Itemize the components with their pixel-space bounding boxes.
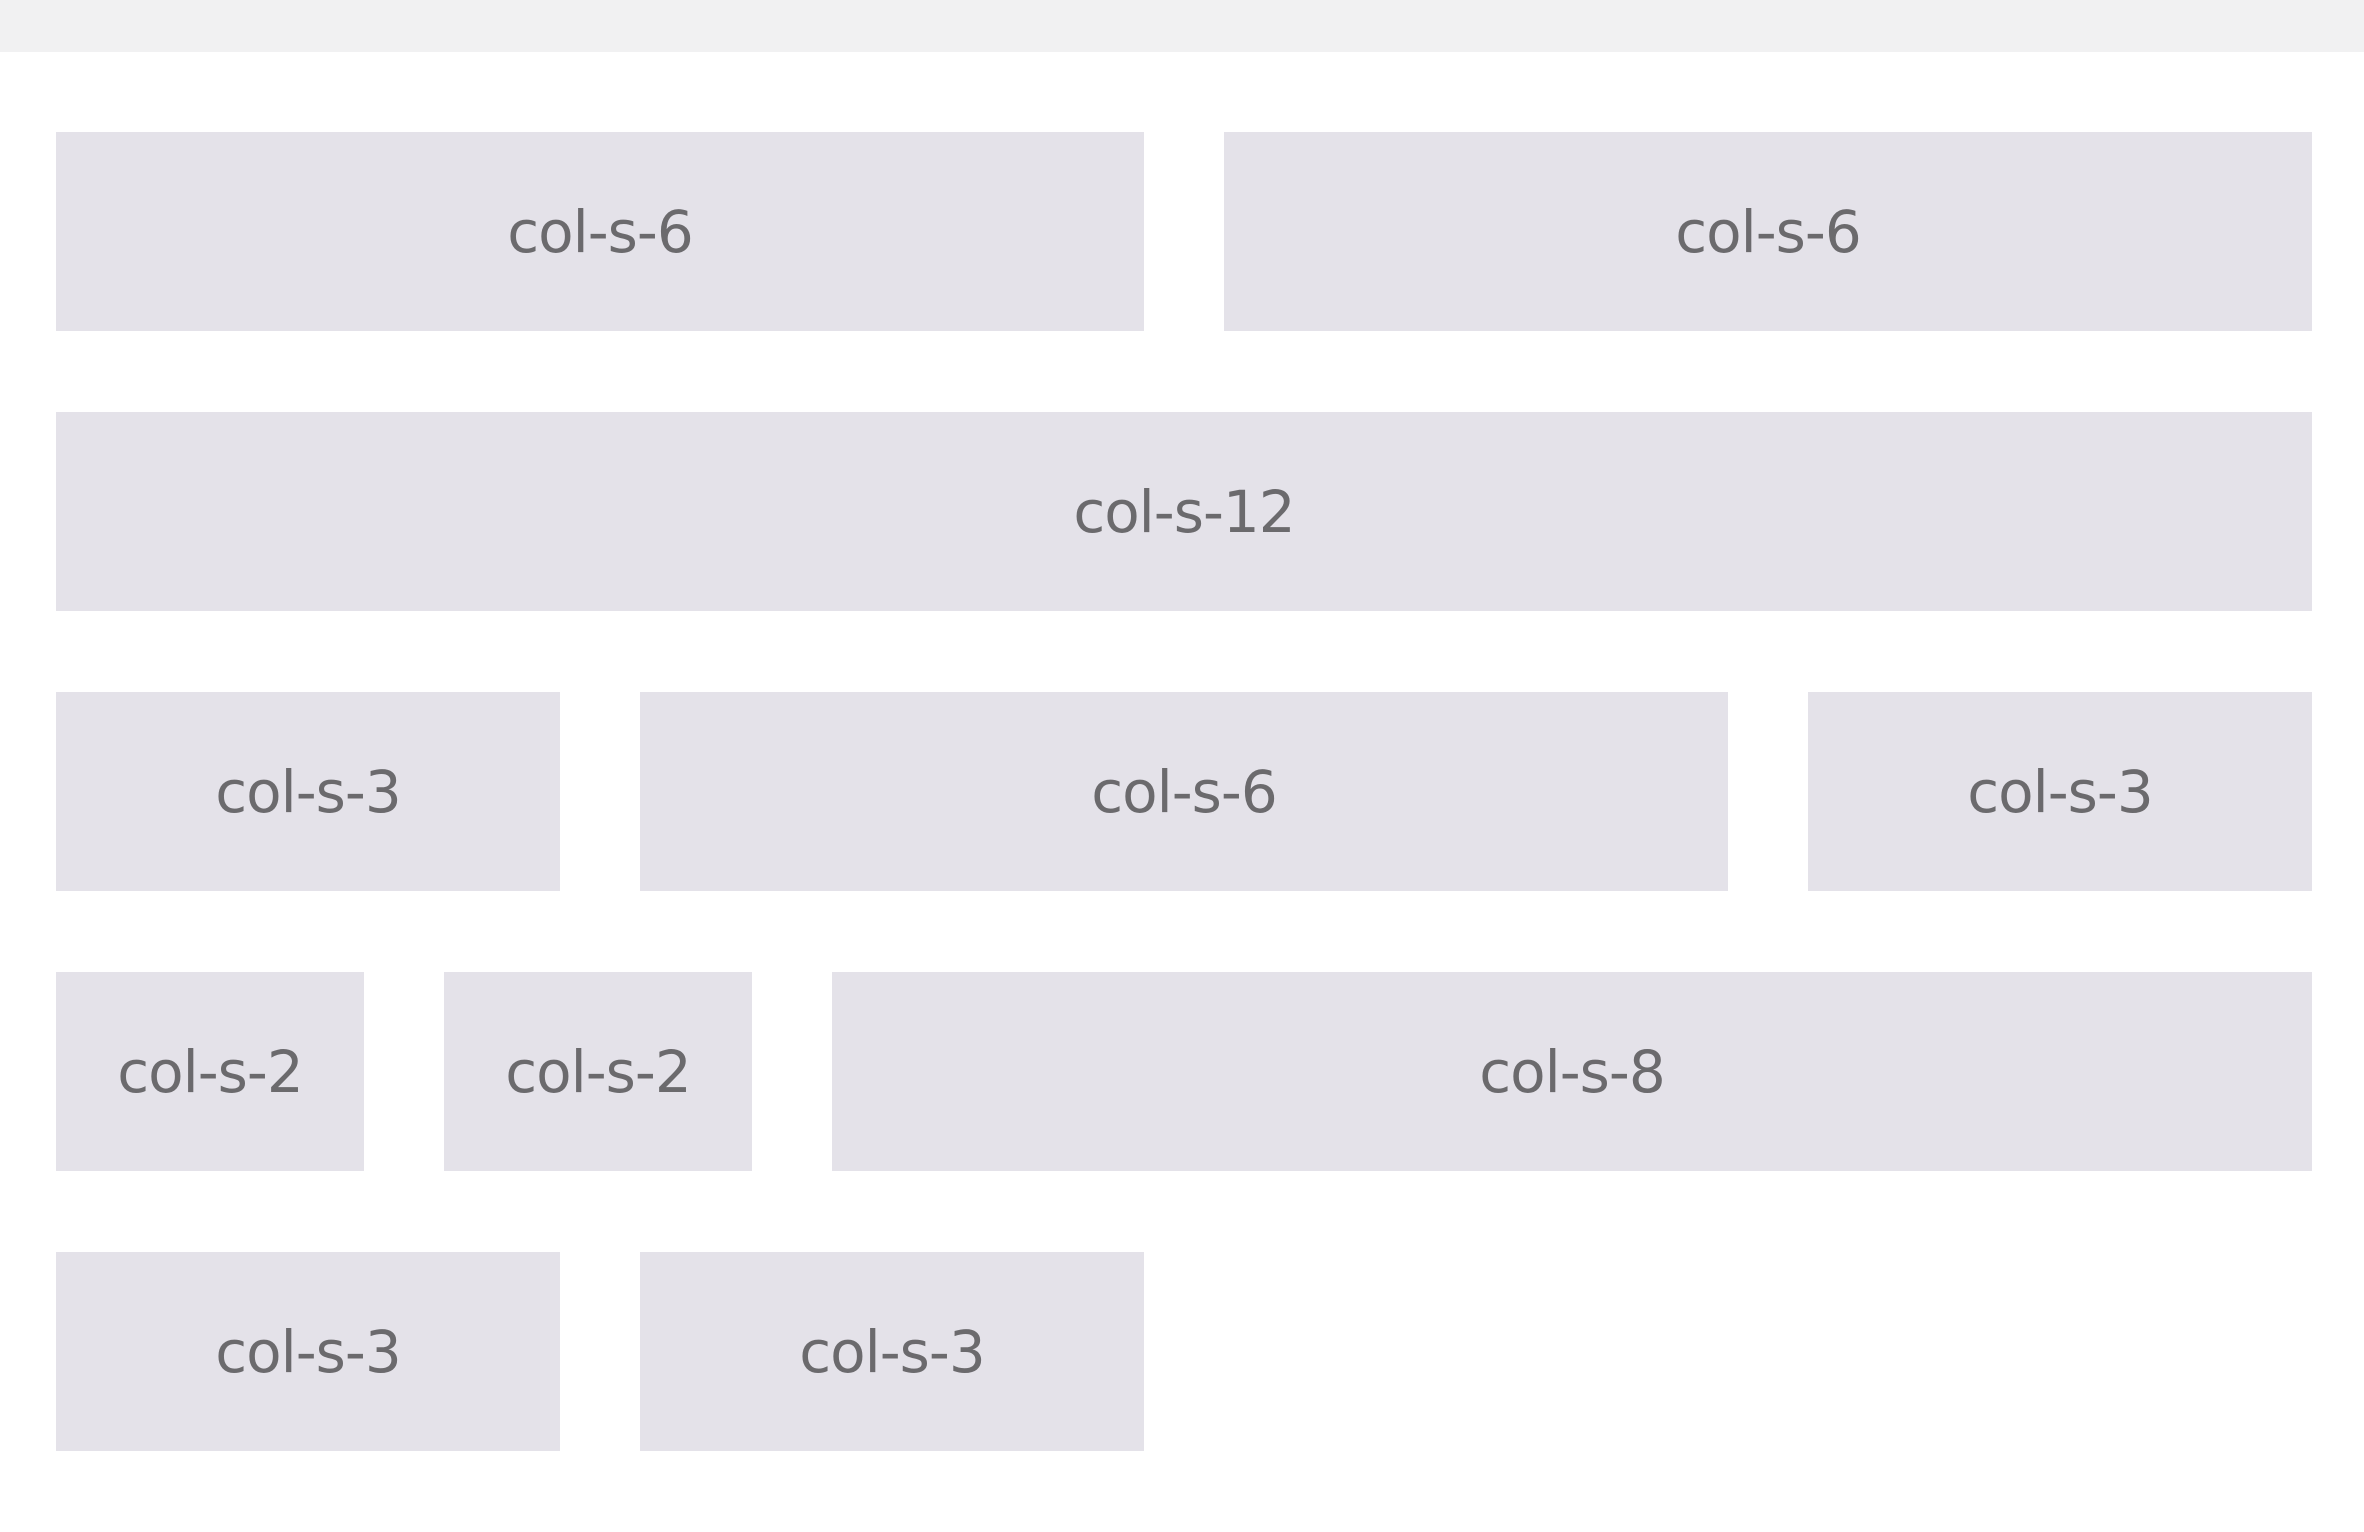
grid-cell: col-s-8 [832,972,2312,1171]
grid-cell-label: col-s-6 [507,197,693,266]
grid-row-1: col-s-6 col-s-6 [56,132,2312,331]
grid-row-3: col-s-3 col-s-6 col-s-3 [56,692,2312,891]
grid-cell: col-s-3 [56,1252,560,1451]
grid-cell-label: col-s-3 [1967,757,2153,826]
grid-cell: col-s-12 [56,412,2312,611]
grid-cell: col-s-2 [56,972,364,1171]
grid-cell-label: col-s-12 [1073,477,1295,546]
grid-cell-label: col-s-2 [505,1037,691,1106]
grid-cell: col-s-6 [1224,132,2312,331]
grid-cell-label: col-s-3 [215,757,401,826]
grid-cell-label: col-s-2 [117,1037,303,1106]
grid-cell-label: col-s-3 [799,1317,985,1386]
grid-cell-label: col-s-6 [1675,197,1861,266]
grid-row-2: col-s-12 [56,412,2312,611]
grid-cell: col-s-3 [1808,692,2312,891]
grid-row-5: col-s-3 col-s-3 [56,1252,2312,1451]
grid-row-4: col-s-2 col-s-2 col-s-8 [56,972,2312,1171]
grid-cell-label: col-s-3 [215,1317,401,1386]
grid-cell: col-s-3 [640,1252,1144,1451]
grid-demo: col-s-6 col-s-6 col-s-12 col-s-3 col-s-6… [56,132,2312,1532]
grid-cell: col-s-6 [56,132,1144,331]
grid-cell-label: col-s-6 [1091,757,1277,826]
grid-cell: col-s-3 [56,692,560,891]
grid-cell: col-s-6 [640,692,1728,891]
grid-cell: col-s-2 [444,972,752,1171]
grid-cell-label: col-s-8 [1479,1037,1665,1106]
top-bar [0,0,2364,52]
